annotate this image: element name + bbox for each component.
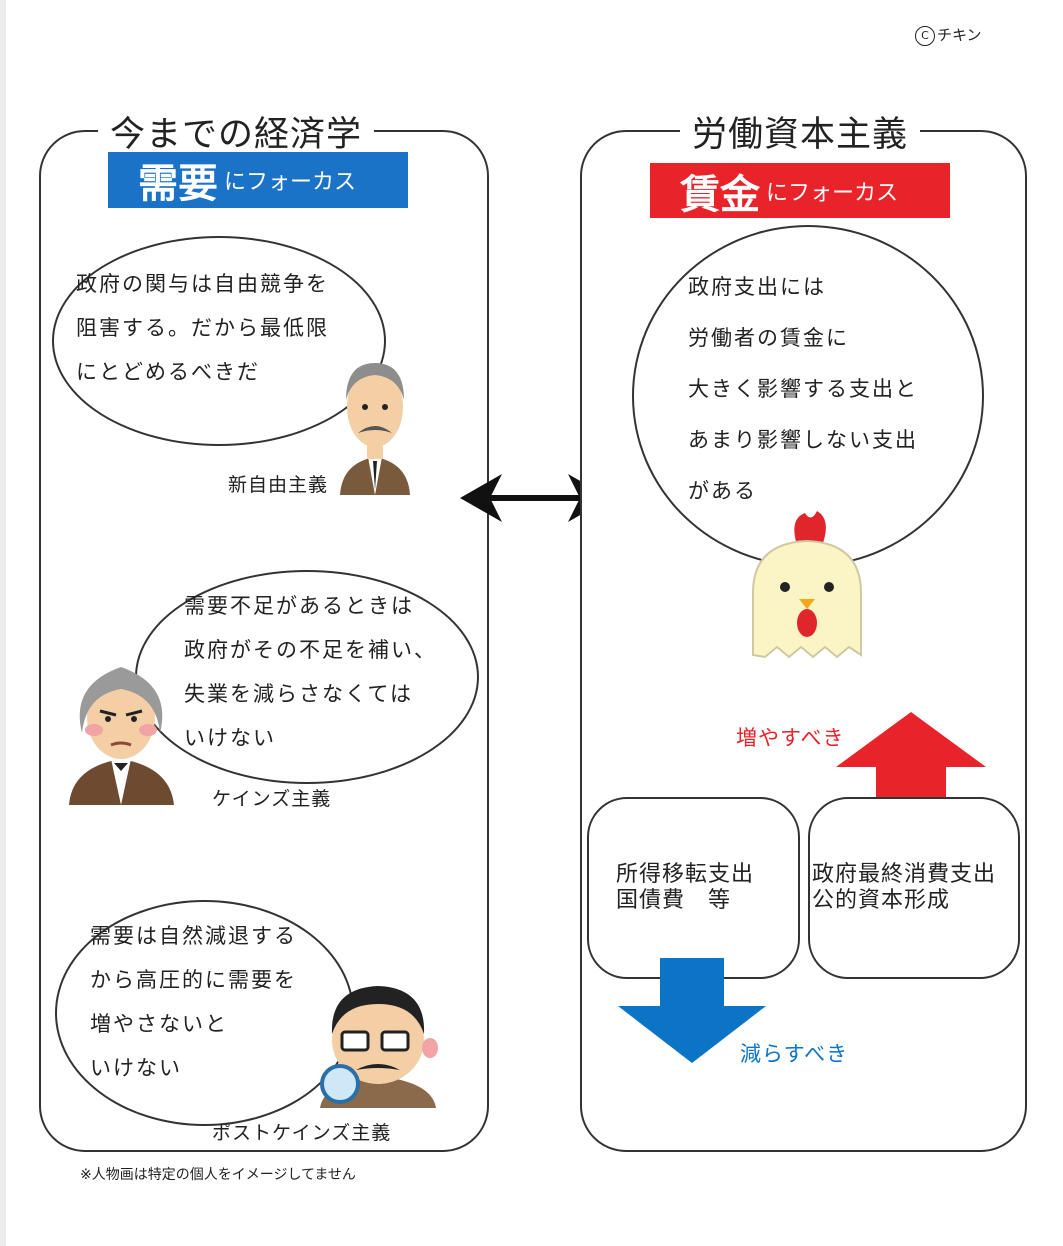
speech-bubble-keynesian: [135, 570, 479, 784]
bubble-text: 需要は自然減退する から高圧的に需要を 増やさないと いけない: [90, 924, 297, 1080]
demand-focus-banner: 需要 にフォーカス: [108, 152, 408, 208]
increase-label: 増やすべき: [736, 726, 845, 750]
label-post-keynesianism: ポストケインズ主義: [212, 1122, 392, 1144]
banner-suffix: にフォーカス: [224, 170, 357, 195]
chicken-mascot-illustration: [752, 511, 862, 659]
page-edge: [0, 0, 6, 1246]
bubble-text: 政府の関与は自由競争を 阻害する。だから最低限 にとどめるべきだ: [76, 272, 329, 384]
up-arrow-red: [836, 712, 986, 817]
speech-bubble-neoliberal: [52, 236, 386, 446]
banner-keyword: 需要: [138, 161, 218, 207]
label-neoliberalism: 新自由主義: [228, 474, 329, 496]
right-panel-title: 労働資本主義: [680, 106, 921, 157]
post-keynesian-person-illustration: [320, 986, 438, 1108]
decrease-label: 減らすべき: [740, 1042, 849, 1066]
wage-focus-banner: 賃金 にフォーカス: [650, 163, 950, 218]
speech-bubble-post-keynesian: [55, 900, 354, 1126]
box-text: 政府最終消費支出 公的資本形成: [812, 862, 997, 913]
bubble-text: 需要不足があるときは 政府がその不足を補い、 失業を減らさなくては いけない: [184, 594, 437, 750]
speech-bubble-labor-capitalism: [632, 225, 984, 567]
bubble-text: 政府支出には 労働者の賃金に 大きく影響する支出と あまり影響しない支出 がある: [688, 275, 918, 503]
copyright-icon: C: [915, 25, 935, 46]
government-consumption-box: [808, 797, 1020, 979]
down-arrow-blue: [618, 958, 766, 1063]
left-panel-title: 今までの経済学: [98, 106, 375, 157]
keynesian-person-illustration: [69, 667, 174, 805]
transfer-spending-box: [587, 797, 800, 979]
label-keynesianism: ケインズ主義: [212, 788, 332, 810]
banner-suffix: にフォーカス: [766, 180, 899, 206]
banner-keyword: 賃金: [680, 171, 760, 218]
box-text: 所得移転支出 国債費 等: [616, 862, 755, 913]
footnote: ※人物画は特定の個人をイメージしてません: [80, 1167, 356, 1183]
credit-text: チキン: [937, 26, 982, 44]
neoliberal-person-illustration: [340, 363, 410, 495]
